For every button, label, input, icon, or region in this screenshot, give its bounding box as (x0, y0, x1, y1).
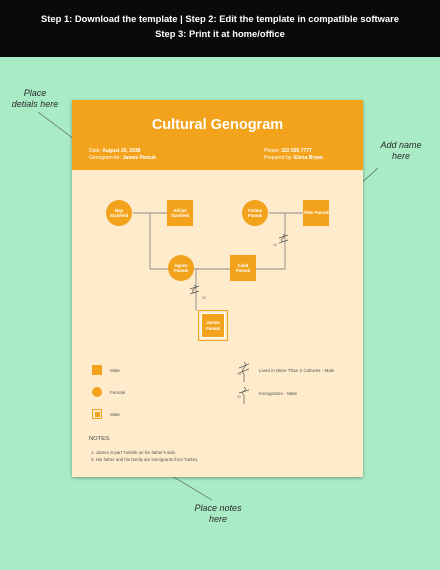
instructions-banner: Step 1: Download the template | Step 2: … (0, 0, 440, 57)
notes-pointer (171, 475, 213, 501)
legend-female-circle (92, 387, 102, 397)
cahit-age: 40 (273, 243, 277, 247)
legend-cultures-age: 40 (237, 372, 241, 376)
genogram-connectors (133, 212, 304, 404)
annotation-notes-line-2: here (208, 514, 227, 524)
person-allen-pamuk: Allen Pamuk (303, 200, 329, 226)
fatima-label: Fatima Pamuk (247, 207, 263, 218)
annotation-name-line-2: here (391, 151, 410, 161)
cahit-immigration-wave (281, 233, 285, 243)
legend-cultures-tick-2 (238, 368, 250, 374)
may-label: May Stanfield (109, 207, 129, 218)
person-may-stanfield: May Stanfield (106, 200, 132, 226)
legend-immigration-tick (238, 389, 250, 394)
legend-immigration-wave (242, 386, 246, 396)
document-title: Cultural Genogram (151, 117, 284, 133)
date-value: August 20, 2038 (102, 148, 141, 154)
phone-row: Phone: 222 555 7777 (264, 148, 323, 155)
cahit-immigration-tick-1 (278, 234, 289, 239)
legend-cultures-tick-1 (238, 363, 250, 369)
prepared-by-value: Elena Bryan (294, 155, 323, 161)
phone-label: Phone: (264, 148, 280, 154)
annotation-notes-line-1: Place notes (194, 503, 242, 513)
genogram-for-label: Genogram for: (89, 155, 122, 161)
legend-male-framed (92, 409, 102, 419)
genogram-for-row: Genogram for: James Pamuk (89, 155, 156, 162)
notes-title: NOTES: (89, 436, 111, 442)
legend-cultures-wave (242, 361, 246, 375)
genogram-document: Cultural Genogram Date: August 20, 2038 … (72, 100, 363, 477)
legend-female-label: Female (110, 390, 126, 395)
allen-label: Allen Pamuk (303, 210, 329, 216)
annotation-add-name: Add name here (366, 140, 436, 162)
person-adrian-stanfield: Adrian Stanfield (167, 200, 193, 226)
james-immigration-tick-1 (189, 285, 200, 290)
adrian-label: Adrian Stanfield (170, 207, 190, 218)
annotation-place-notes: Place notes here (178, 503, 258, 525)
james-immigration-wave (192, 284, 196, 294)
person-agnes-pamuk: Agnes Pamuk (168, 255, 194, 281)
banner-line-2: Step 3: Print it at home/office (155, 28, 285, 39)
james-age: 40 (202, 296, 206, 300)
james-label: James Pamuk (205, 320, 221, 331)
annotation-place-details: Place detials here (2, 88, 68, 110)
note-item-2: 2. His father and his family are immigra… (91, 457, 199, 462)
phone-value: 222 555 7777 (281, 148, 312, 154)
legend-immigration-label: Immigration - Male (259, 391, 298, 396)
annotation-details-line-2: detials here (11, 99, 59, 109)
date-label: Date: (89, 148, 101, 154)
banner-line-1: Step 1: Download the template | Step 2: … (41, 13, 399, 24)
agnes-label: Agnes Pamuk (173, 262, 189, 273)
annotation-name-line-1: Add name (380, 140, 422, 150)
cahit-label: Cahit Pamuk (235, 262, 251, 273)
document-header (72, 100, 363, 170)
james-immigration-tick-2 (189, 290, 200, 295)
cahit-immigration-tick-2 (278, 239, 289, 244)
legend-cultures-label: Lived in More Than 2 Cultures - Male (259, 368, 335, 373)
legend-male-label: Male (110, 368, 120, 373)
person-james-pamuk: James Pamuk (198, 310, 228, 341)
legend-male-square (92, 365, 102, 375)
prepared-by-label: Prepared by: (264, 155, 293, 161)
legend-immigration-age: 40 (237, 395, 241, 399)
genogram-for-value: James Pamuk (122, 155, 156, 161)
date-row: Date: August 20, 2038 (89, 148, 156, 155)
james-frame: James Pamuk (201, 313, 225, 338)
person-cahit-pamuk: Cahit Pamuk (230, 255, 256, 281)
document-meta-right: Phone: 222 555 7777 Prepared by: Elena B… (264, 148, 323, 162)
document-meta-left: Date: August 20, 2038 Genogram for: Jame… (89, 148, 156, 162)
annotation-details-line-1: Place (23, 88, 47, 98)
legend-male-framed-inner (94, 411, 100, 417)
legend-male-framed-label: Male (110, 412, 120, 417)
note-item-1: 1. James is part Turkish on his father's… (91, 450, 177, 455)
person-fatima-pamuk: Fatima Pamuk (242, 200, 268, 226)
prepared-by-row: Prepared by: Elena Bryan (264, 155, 323, 162)
